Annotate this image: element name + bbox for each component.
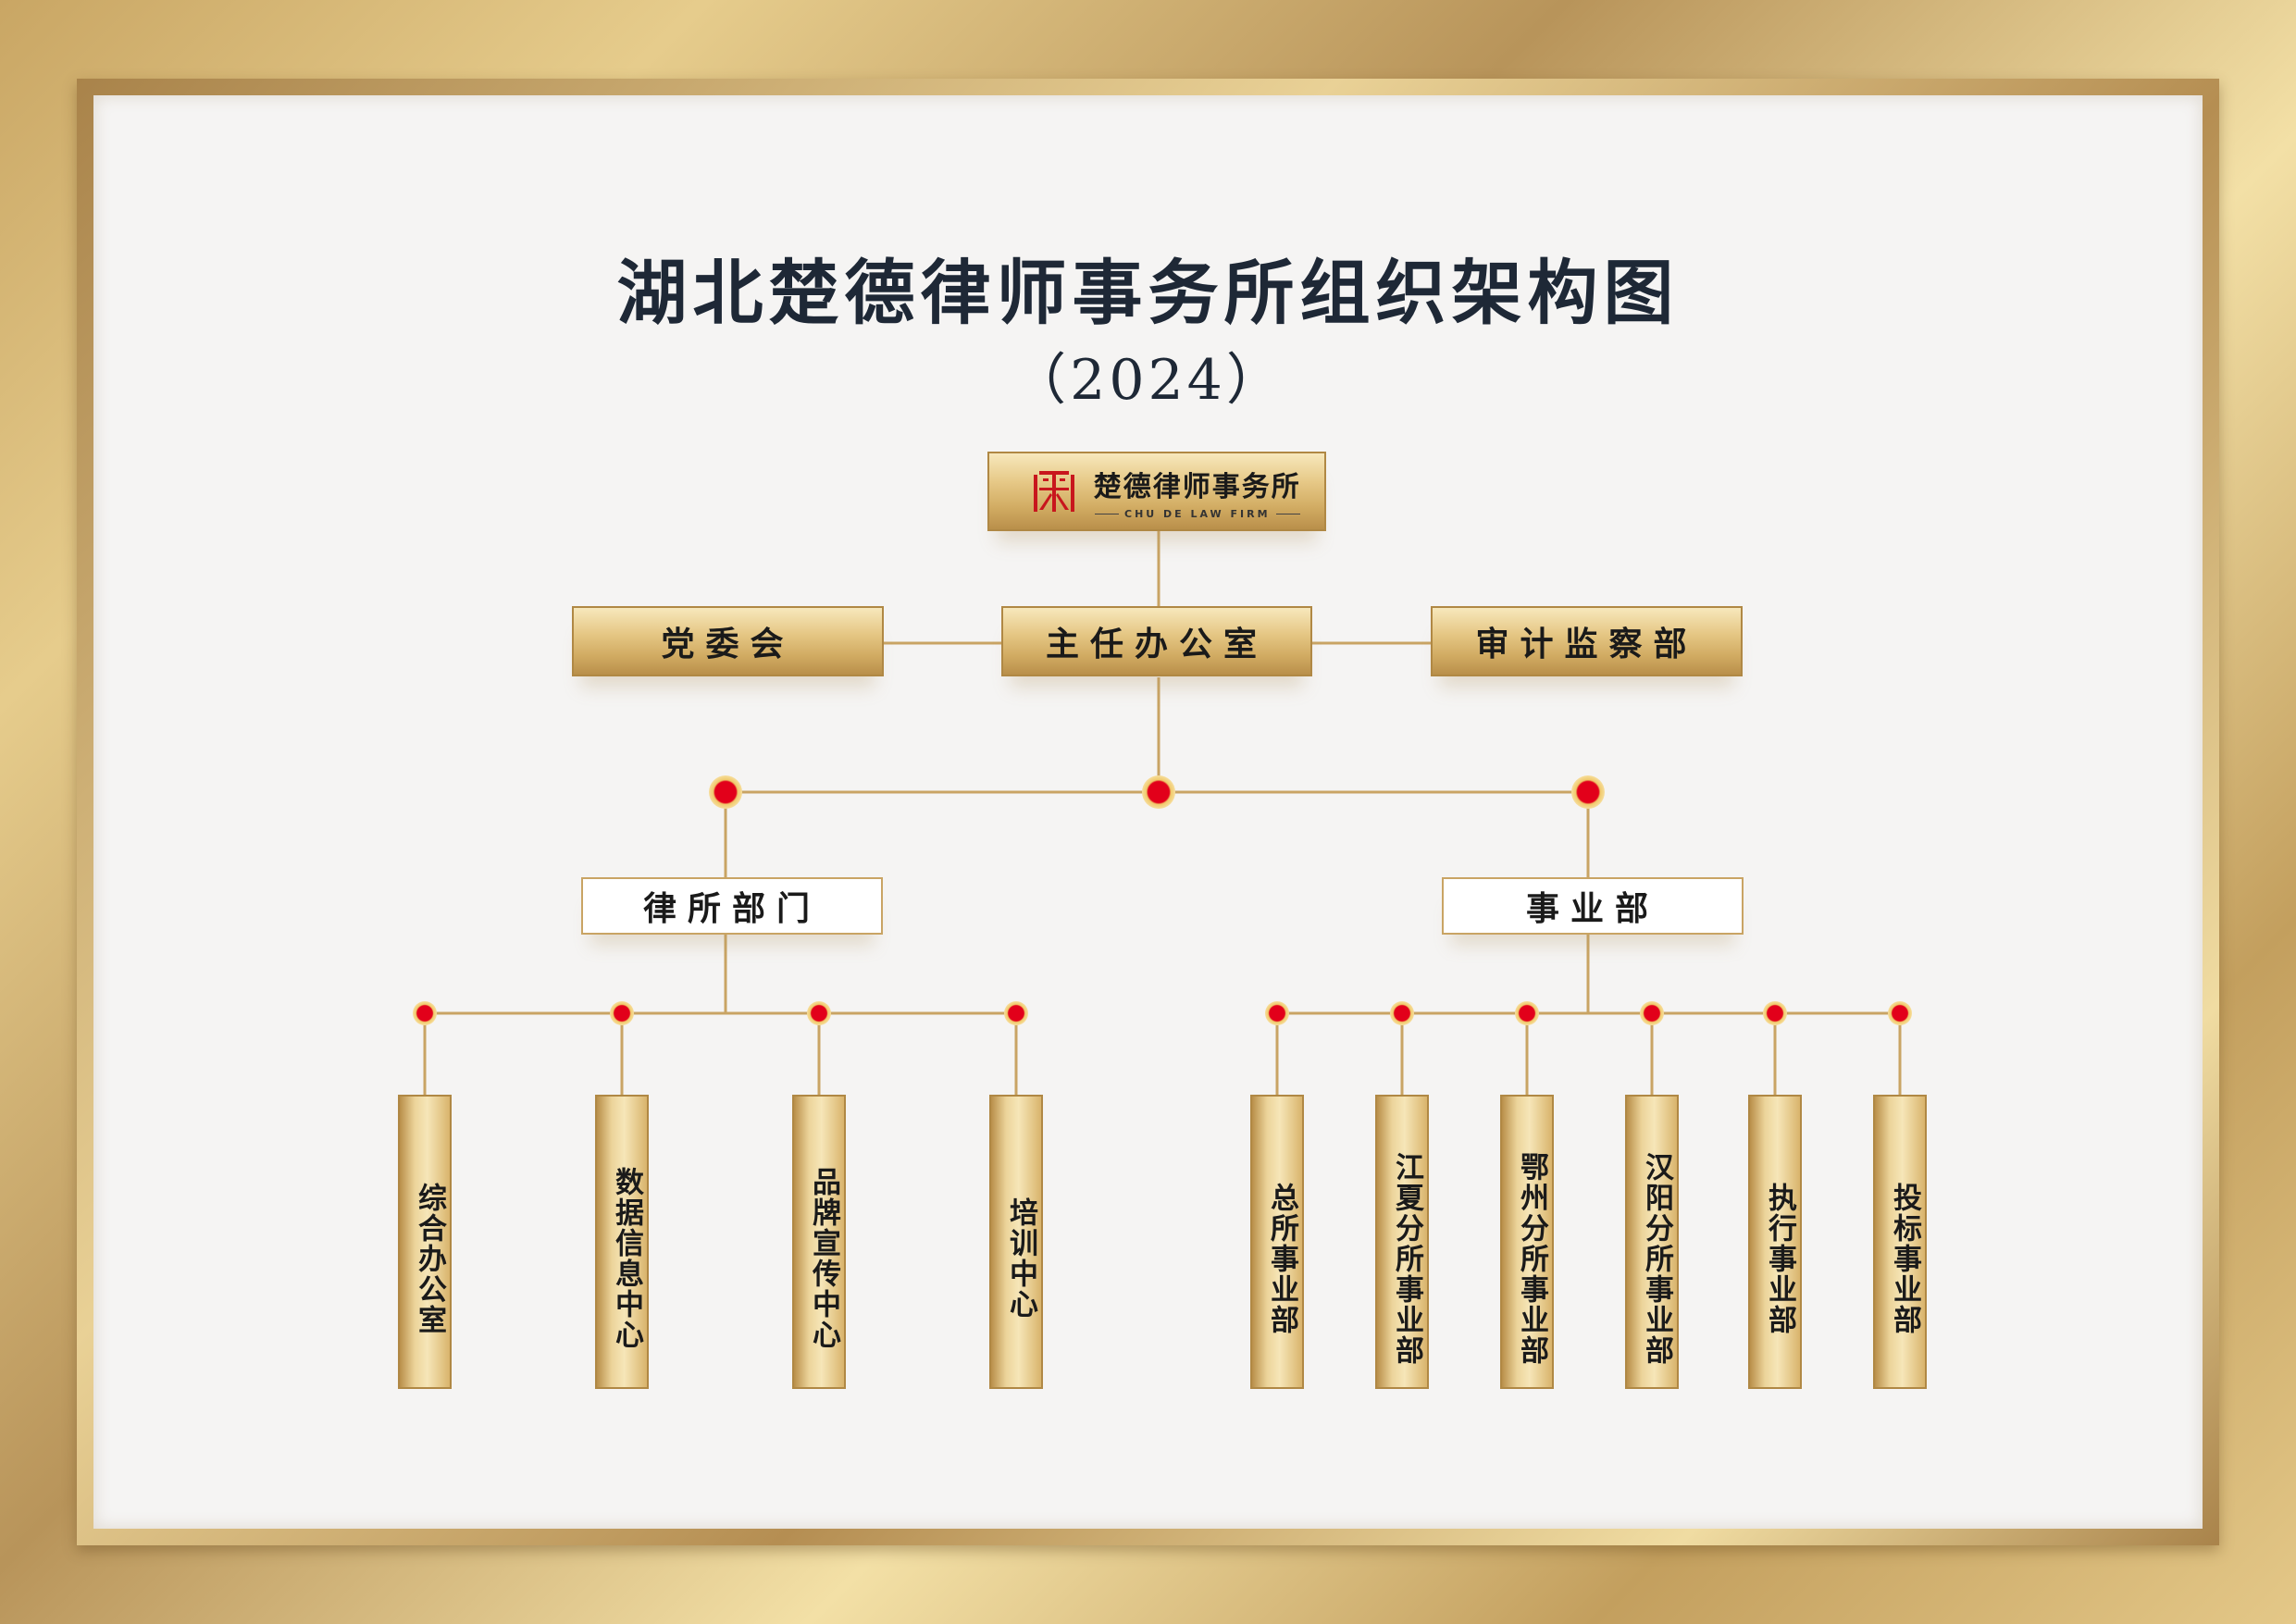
node-brand-promo-center: 品牌宣传中心	[792, 1095, 846, 1389]
node-enforcement-division: 执行事业部	[1748, 1095, 1802, 1389]
node-ezhou-division: 鄂州分所事业部	[1500, 1095, 1554, 1389]
logo-name-cn: 楚德律师事务所	[1093, 470, 1301, 503]
node-label: 投标事业部	[1888, 1182, 1921, 1335]
node-data-info-center: 数据信息中心	[595, 1095, 649, 1389]
node-dot	[610, 1001, 634, 1025]
node-label: 总所事业部	[1265, 1182, 1298, 1335]
node-head-office-division: 总所事业部	[1250, 1095, 1304, 1389]
node-business-divisions: 事业部	[1442, 877, 1744, 935]
node-dot	[1888, 1001, 1912, 1025]
node-general-office: 综合办公室	[398, 1095, 452, 1389]
node-label: 培训中心	[1004, 1197, 1037, 1320]
node-dot	[807, 1001, 831, 1025]
node-label: 事业部	[1525, 890, 1659, 928]
node-dot	[1004, 1001, 1028, 1025]
node-label: 党委会	[661, 626, 795, 663]
node-dot	[1265, 1001, 1289, 1025]
node-dot	[1515, 1001, 1539, 1025]
node-label: 综合办公室	[413, 1182, 446, 1335]
node-bidding-division: 投标事业部	[1873, 1095, 1927, 1389]
node-label: 律所部门	[642, 890, 821, 928]
node-audit-supervision: 审计监察部	[1431, 606, 1743, 676]
chu-de-seal-icon	[1030, 467, 1078, 515]
page-title: 湖北楚德律师事务所组织架构图	[616, 252, 1680, 334]
node-label: 品牌宣传中心	[807, 1167, 840, 1350]
node-jiangxia-division: 江夏分所事业部	[1375, 1095, 1429, 1389]
node-dot	[1390, 1001, 1414, 1025]
node-dot	[1571, 775, 1605, 809]
logo-text: 楚德律师事务所 CHU DE LAW FIRM	[1089, 464, 1306, 520]
node-firm-departments: 律所部门	[581, 877, 883, 935]
node-dot	[1763, 1001, 1787, 1025]
node-label: 审计监察部	[1475, 626, 1698, 663]
node-label: 鄂州分所事业部	[1515, 1151, 1548, 1366]
node-label: 主任办公室	[1045, 626, 1268, 663]
node-dot	[1142, 775, 1175, 809]
logo-name-en: CHU DE LAW FIRM	[1089, 508, 1306, 520]
node-hanyang-division: 汉阳分所事业部	[1625, 1095, 1679, 1389]
root-logo-box: 楚德律师事务所 CHU DE LAW FIRM	[987, 452, 1326, 531]
year-subtitle: （2024）	[1011, 348, 1285, 413]
node-dot	[1640, 1001, 1664, 1025]
node-dot	[709, 775, 742, 809]
node-party-committee: 党委会	[572, 606, 884, 676]
node-director-office: 主任办公室	[1001, 606, 1312, 676]
node-label: 数据信息中心	[610, 1167, 643, 1350]
node-label: 江夏分所事业部	[1390, 1151, 1423, 1366]
node-training-center: 培训中心	[989, 1095, 1043, 1389]
node-label: 汉阳分所事业部	[1640, 1151, 1673, 1366]
node-label: 执行事业部	[1763, 1182, 1796, 1335]
node-dot	[413, 1001, 437, 1025]
